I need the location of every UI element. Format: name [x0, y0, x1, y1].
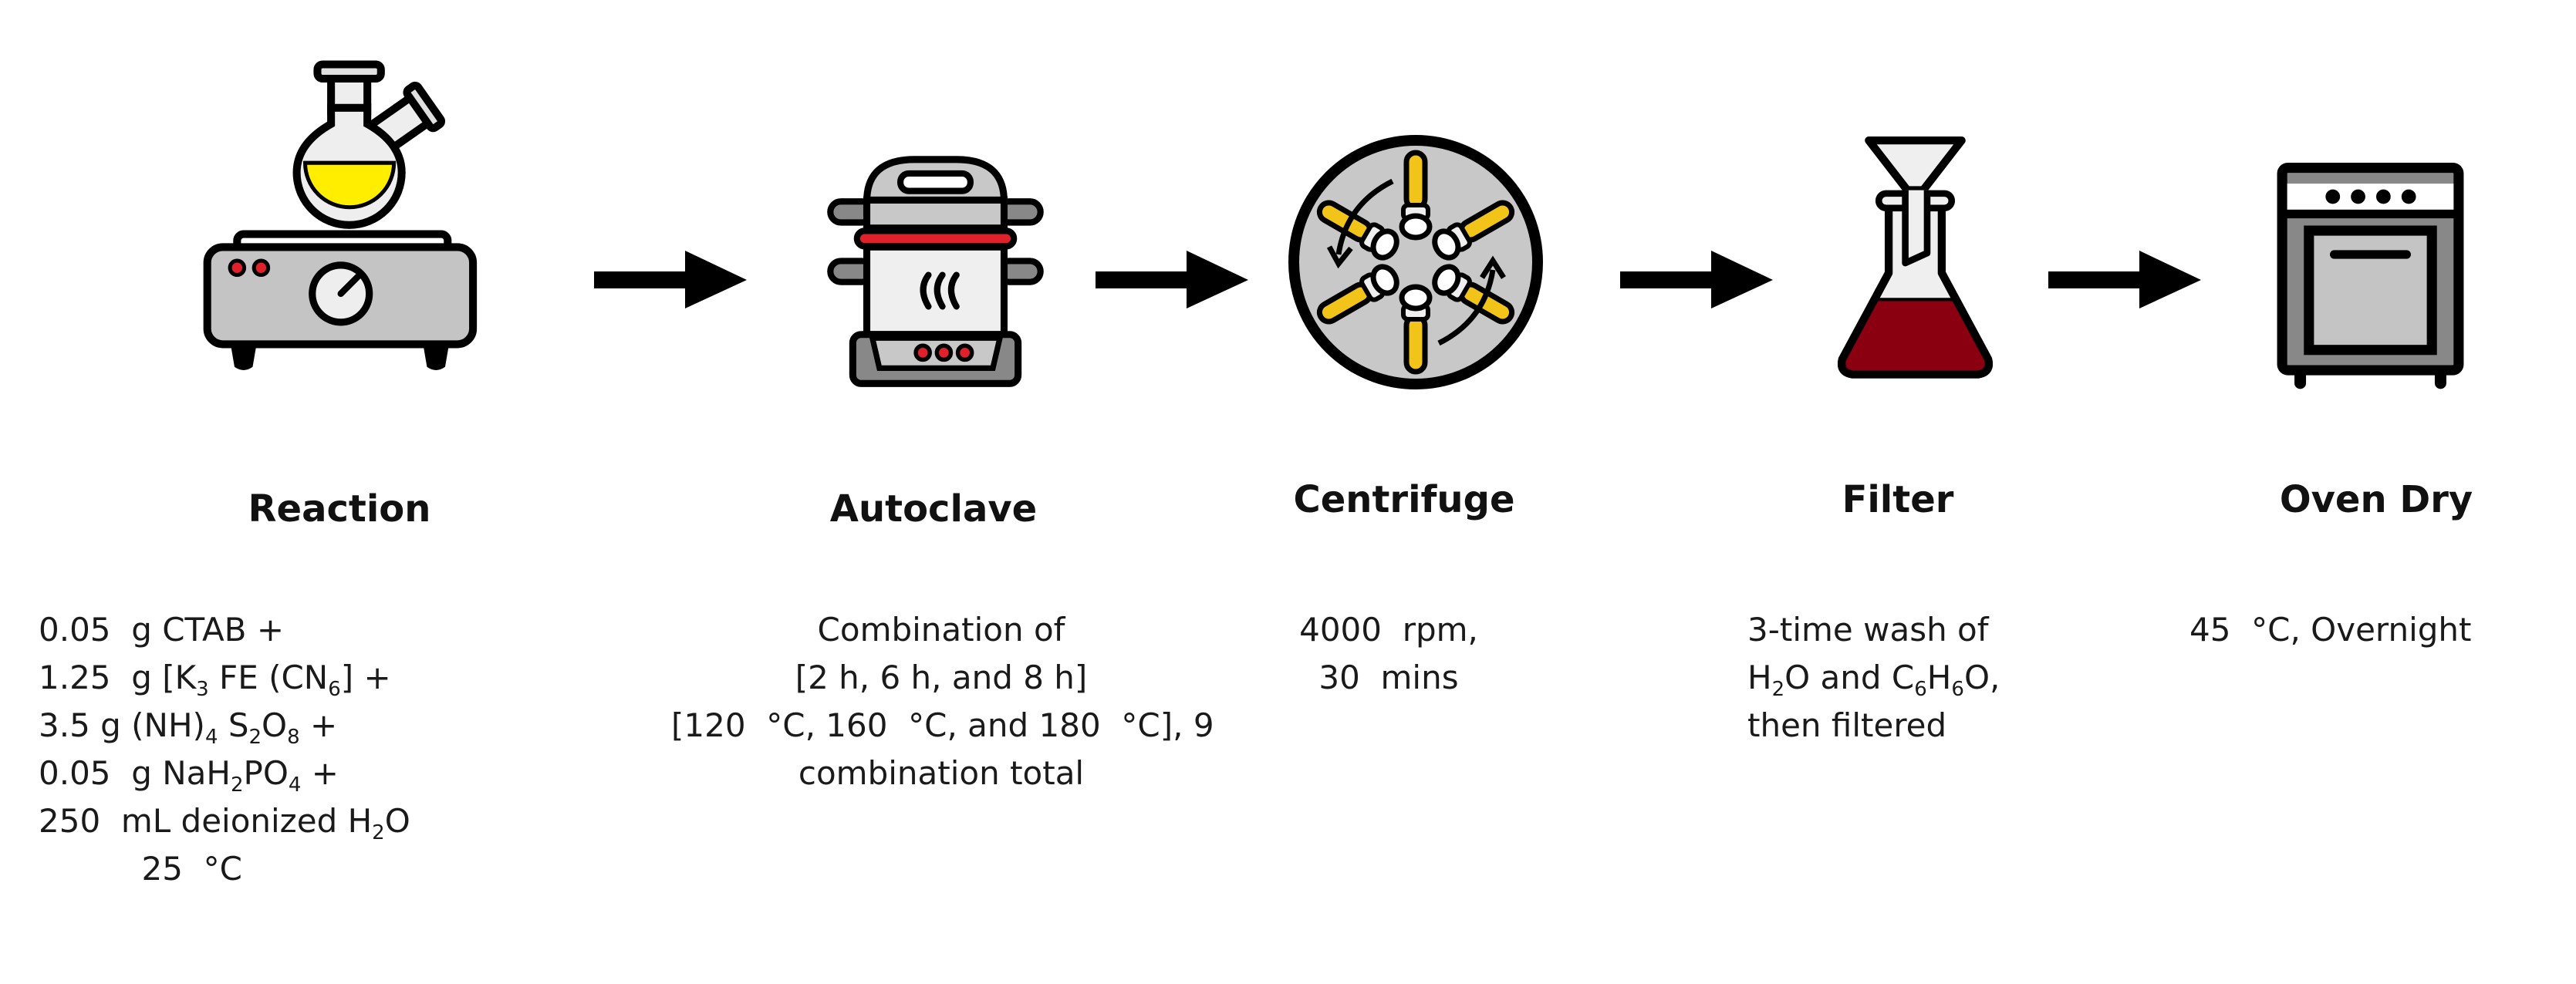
step-title-centrifuge: Centrifuge — [1293, 478, 1515, 521]
oven-icon — [2276, 162, 2465, 393]
centrifuge-icon — [1285, 131, 1547, 393]
desc-line: combination total — [798, 754, 1085, 792]
step-desc-centrifuge: 4000 rpm, 30 mins — [1281, 606, 1497, 702]
funnel-flask-icon — [1809, 108, 2021, 405]
desc-line: 3-time wash of — [1747, 611, 1989, 649]
arrow-right-icon — [1096, 247, 1250, 312]
desc-line: 4000 rpm, — [1299, 611, 1478, 649]
arrow-right-icon — [2048, 247, 2203, 312]
desc-line: then filtered — [1747, 706, 1947, 744]
arrow-right-icon — [594, 247, 748, 312]
step-desc-oven-dry: 45 °C, Overnight — [2189, 606, 2472, 654]
arrow-right-icon — [1620, 247, 1774, 312]
desc-line: 30 mins — [1318, 659, 1459, 696]
hotplate-flask-icon — [174, 23, 498, 393]
step-desc-autoclave: Combination of [2 h, 6 h, and 8 h] [120 °C… — [671, 606, 1214, 797]
desc-line: 1.25 g [K3 FE (CN6] + — [39, 659, 391, 701]
step-title-oven-dry: Oven Dry — [2279, 478, 2473, 521]
desc-line: 45 °C, Overnight — [2189, 611, 2472, 649]
desc-line: Combination of — [817, 611, 1065, 649]
desc-line: 3.5 g (NH)4 S2O8 + — [39, 706, 338, 749]
desc-line: 0.05 g NaH2PO4 + — [39, 754, 339, 797]
desc-line: 250 mL deionized H2O — [39, 802, 410, 844]
step-desc-filter: 3-time wash of H2O and C6H6O, then filtere… — [1747, 606, 2000, 750]
desc-line: H2O and C6H6O, — [1747, 659, 2000, 701]
desc-line: 25 °C — [39, 850, 242, 888]
step-title-filter: Filter — [1842, 478, 1954, 521]
step-desc-reaction: 0.05 g CTAB + 1.25 g [K3 FE (CN6] + 3.5 g … — [39, 606, 410, 893]
desc-line: [120 °C, 160 °C, and 180 °C], 9 — [671, 706, 1214, 744]
step-title-reaction: Reaction — [248, 487, 431, 531]
autoclave-icon — [802, 135, 1069, 401]
desc-line: [2 h, 6 h, and 8 h] — [795, 659, 1088, 696]
desc-line: 0.05 g CTAB + — [39, 611, 285, 649]
step-title-autoclave: Autoclave — [829, 487, 1038, 531]
